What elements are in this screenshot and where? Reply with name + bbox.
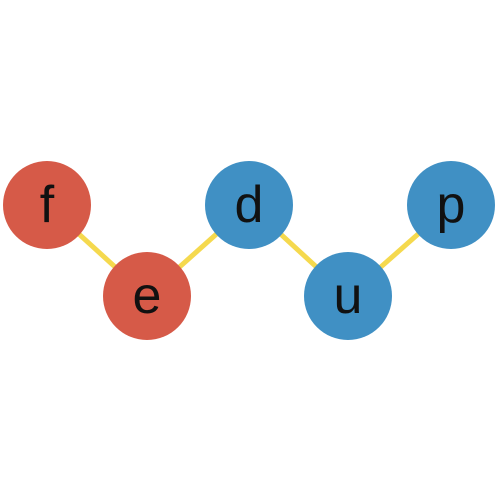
node-label-f: f xyxy=(40,176,55,234)
node-circle-f xyxy=(3,161,91,249)
node-label-d: d xyxy=(235,176,264,234)
node-u: u xyxy=(304,252,392,340)
node-circle-e xyxy=(103,252,191,340)
node-circle-u xyxy=(304,252,392,340)
node-e: e xyxy=(103,252,191,340)
node-d: d xyxy=(205,161,293,249)
node-layer: f e d u p xyxy=(3,161,495,340)
node-circle-d xyxy=(205,161,293,249)
node-circle-p xyxy=(407,161,495,249)
node-label-e: e xyxy=(133,267,162,325)
node-label-u: u xyxy=(334,267,363,325)
node-f: f xyxy=(3,161,91,249)
node-label-p: p xyxy=(437,176,466,234)
node-p: p xyxy=(407,161,495,249)
